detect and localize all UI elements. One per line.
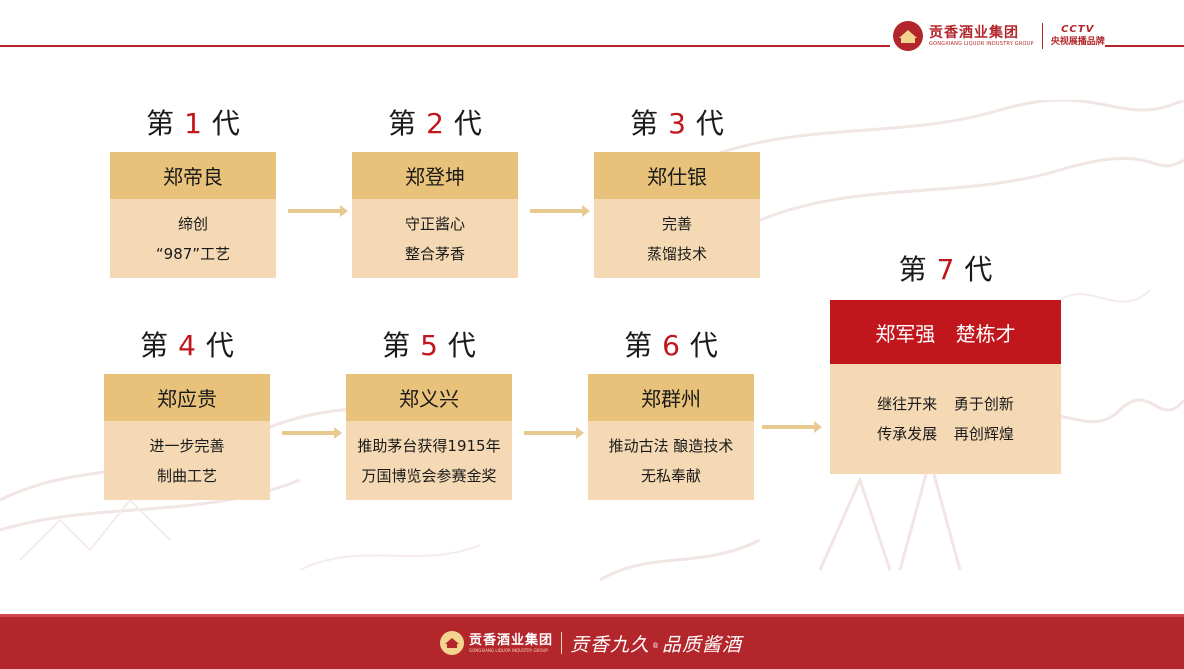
gen-number: 4 bbox=[178, 329, 196, 362]
desc-line: 传承发展 再创辉煌 bbox=[877, 425, 1014, 443]
slogan-part-b: 品质酱酒 bbox=[662, 633, 743, 656]
footer-seal-icon bbox=[440, 631, 464, 655]
generation-1-desc: 缔创 “987”工艺 bbox=[110, 199, 276, 278]
brand-name: 贡香酒业集团 bbox=[929, 24, 1019, 41]
arrow-6-to-7-icon bbox=[762, 421, 822, 433]
generation-6-desc: 推动古法 酿造技术 无私奉献 bbox=[588, 421, 754, 500]
desc-line: 推助茅台获得1915年 bbox=[357, 436, 501, 455]
gen-suffix: 代 bbox=[695, 107, 724, 140]
header-rule bbox=[0, 45, 890, 47]
gen-prefix: 第 bbox=[624, 329, 653, 362]
logo-divider bbox=[1041, 23, 1043, 49]
gen-prefix: 第 bbox=[630, 107, 659, 140]
gen-prefix: 第 bbox=[146, 107, 175, 140]
arrow-5-to-6-icon bbox=[524, 427, 584, 439]
generation-5-name: 郑义兴 bbox=[346, 374, 512, 421]
header-logo: 贡香酒业集团 GONGXIANG LIQUOR INDUSTRY GROUP C… bbox=[893, 20, 1105, 52]
generation-2-desc: 守正酱心 整合茅香 bbox=[352, 199, 518, 278]
brand-seal-icon bbox=[893, 21, 923, 51]
gen-suffix: 代 bbox=[689, 329, 718, 362]
generation-1-name: 郑帝良 bbox=[110, 152, 276, 199]
gen-number: 6 bbox=[662, 329, 680, 362]
generation-2-name: 郑登坤 bbox=[352, 152, 518, 199]
gen-number: 5 bbox=[420, 329, 438, 362]
desc-line: 进一步完善 bbox=[149, 436, 225, 455]
desc-line: 万国博览会参赛金奖 bbox=[361, 466, 497, 485]
footer-accent bbox=[0, 614, 1184, 617]
gen-prefix: 第 bbox=[388, 107, 417, 140]
desc-line: “987”工艺 bbox=[155, 244, 231, 263]
gen-suffix: 代 bbox=[447, 329, 476, 362]
generation-7-name: 郑军强 楚栋才 bbox=[830, 300, 1061, 364]
desc-line: 守正酱心 bbox=[404, 214, 465, 233]
slogan-part-a: 贡香九久 bbox=[570, 633, 651, 656]
footer-divider bbox=[561, 632, 563, 654]
brand-name-en: GONGXIANG LIQUOR INDUSTRY GROUP bbox=[929, 40, 1034, 47]
gen-prefix: 第 bbox=[382, 329, 411, 362]
desc-line: 缔创 bbox=[177, 214, 208, 233]
generation-4-name: 郑应贵 bbox=[104, 374, 270, 421]
gen-prefix: 第 bbox=[898, 253, 927, 286]
gen-suffix: 代 bbox=[453, 107, 482, 140]
gen-suffix: 代 bbox=[211, 107, 240, 140]
gen-suffix: 代 bbox=[205, 329, 234, 362]
footer-logo: 贡香酒业集团 GONGXIANG LIQUOR INDUSTRY GROUP 贡… bbox=[440, 628, 742, 658]
gen-number: 2 bbox=[426, 107, 444, 140]
desc-line: 蒸馏技术 bbox=[646, 244, 707, 263]
footer-brand-name: 贡香酒业集团 bbox=[469, 632, 554, 648]
header-rule-right bbox=[1105, 45, 1184, 47]
generation-7-desc: 继往开来 勇于创新 传承发展 再创辉煌 bbox=[830, 364, 1061, 474]
gen-number: 1 bbox=[184, 107, 202, 140]
generation-4-desc: 进一步完善 制曲工艺 bbox=[104, 421, 270, 500]
desc-line: 推动古法 酿造技术 bbox=[608, 436, 734, 455]
registered-mark: ® bbox=[652, 641, 661, 650]
footer-bar bbox=[0, 617, 1184, 669]
cctv-caption: 央视展播品牌 bbox=[1050, 37, 1105, 47]
desc-line: 完善 bbox=[661, 214, 692, 233]
desc-line: 制曲工艺 bbox=[156, 466, 217, 485]
footer-brand-name-en: GONGXIANG LIQUOR INDUSTRY GROUP bbox=[469, 647, 548, 653]
arrow-2-to-3-icon bbox=[530, 205, 590, 217]
gen-suffix: 代 bbox=[964, 253, 993, 286]
footer-slogan: 贡香九久®品质酱酒 bbox=[570, 630, 742, 657]
arrow-1-to-2-icon bbox=[288, 205, 348, 217]
generation-3-name: 郑仕银 bbox=[594, 152, 760, 199]
desc-line: 继往开来 勇于创新 bbox=[877, 395, 1014, 413]
gen-number: 7 bbox=[936, 253, 955, 286]
arrow-4-to-5-icon bbox=[282, 427, 342, 439]
cctv-badge: CCTV 央视展播品牌 bbox=[1051, 24, 1105, 48]
generation-5-desc: 推助茅台获得1915年 万国博览会参赛金奖 bbox=[346, 421, 512, 500]
cctv-logo: CCTV bbox=[1061, 24, 1095, 35]
generation-6-name: 郑群州 bbox=[588, 374, 754, 421]
desc-line: 无私奉献 bbox=[640, 466, 701, 485]
desc-line: 整合茅香 bbox=[404, 244, 465, 263]
gen-prefix: 第 bbox=[140, 329, 169, 362]
generation-3-desc: 完善 蒸馏技术 bbox=[594, 199, 760, 278]
gen-number: 3 bbox=[668, 107, 686, 140]
